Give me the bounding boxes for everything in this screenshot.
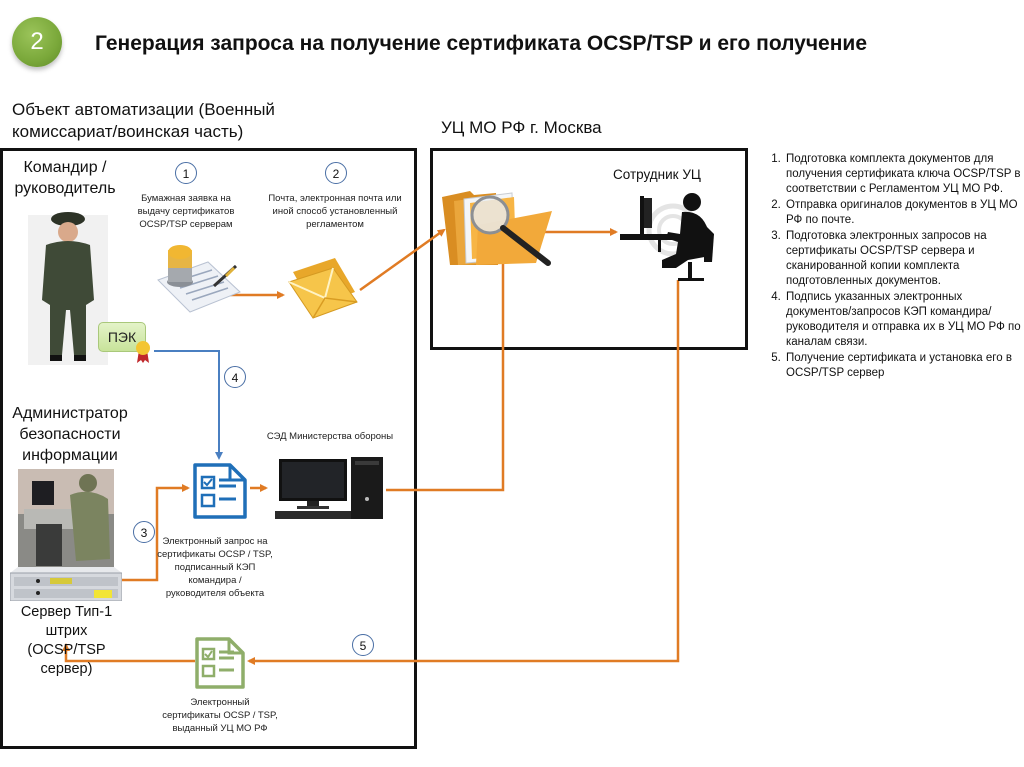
server-label: Сервер Тип-1 штрих (OCSP/TSP сервер) (4, 603, 129, 679)
step1-caption-line: выдачу сертификатов (137, 206, 235, 217)
process-steps-list: Подготовка комплекта документов для полу… (762, 152, 1024, 382)
step3-number: 3 (133, 521, 155, 543)
step3-caption-line: Электронный запрос на (162, 536, 268, 547)
step5-caption-line: выданный УЦ МО РФ (172, 723, 268, 734)
commander-figure-icon (28, 212, 108, 365)
pek-badge: ПЭК (98, 322, 146, 352)
process-step-item: Подготовка электронных запросов на серти… (784, 229, 1024, 289)
step4-number: 4 (224, 366, 246, 388)
commander-label: Командир / руководитель (10, 157, 120, 199)
step1-caption-line: OCSP/TSP серверам (139, 219, 233, 230)
step1-number: 1 (175, 162, 197, 184)
step5-caption: Электронный сертификаты OCSP / TSP, выда… (160, 696, 280, 735)
step3-caption-line: сертификаты OCSP / TSP, (157, 549, 273, 560)
arrow-sed-to-center (386, 235, 505, 492)
arrow-center-to-certificate (247, 280, 680, 665)
server-label-line1: Сервер Тип-1 штрих (20, 604, 113, 639)
arrow-server-to-request (122, 484, 190, 582)
process-step-item: Отправка оригиналов документов в УЦ МО Р… (784, 198, 1024, 228)
left-section-label: Объект автоматизации (Военный комиссариа… (12, 99, 275, 143)
admin-label-line3: информации (22, 447, 118, 464)
electronic-request-document-icon (193, 463, 247, 519)
admin-label-line2: безопасности (19, 426, 121, 443)
sed-label: СЭД Министерства обороны (266, 431, 394, 442)
step2-caption-line: Почта, электронная почта или (268, 193, 402, 204)
certification-center-box (430, 148, 748, 350)
automation-object-box (0, 148, 417, 749)
commander-label-line1: Командир / (23, 159, 107, 176)
left-section-label-line2: комиссариат/воинская часть) (12, 122, 244, 141)
step2-caption-line: иной способ установленный (272, 206, 398, 217)
process-step-item: Подготовка комплекта документов для полу… (784, 152, 1024, 197)
step3-caption: Электронный запрос на сертификаты OCSP /… (150, 535, 280, 600)
process-step-item: Подпись указанных электронных документов… (784, 290, 1024, 350)
server-rack-icon (10, 567, 122, 601)
step1-caption: Бумажная заявка на выдачу сертификатов O… (126, 192, 246, 231)
step-number-badge: 2 (12, 17, 62, 67)
seal-ribbon-icon (136, 341, 150, 363)
arrow-certificate-to-server (62, 643, 195, 663)
process-step-item: Получение сертификата и установка его в … (784, 351, 1024, 381)
arrow-pek-to-request (154, 350, 223, 460)
step5-caption-line: сертификаты OCSP / TSP, (162, 710, 278, 721)
step2-caption: Почта, электронная почта или иной способ… (255, 192, 415, 231)
step2-caption-line: регламентом (306, 219, 364, 230)
ca-employee-at-computer-icon (620, 193, 714, 281)
step2-number: 2 (325, 162, 347, 184)
step5-number: 5 (352, 634, 374, 656)
paper-application-stamp-icon (157, 245, 241, 313)
admin-workstation-photo (18, 469, 114, 569)
step5-caption-line: Электронный (190, 697, 250, 708)
slide-title: Генерация запроса на получение сертифика… (95, 32, 868, 55)
step1-caption-line: Бумажная заявка на (141, 193, 231, 204)
step3-caption-line: подписанный КЭП (174, 562, 256, 573)
mail-envelope-icon (288, 258, 358, 319)
electronic-certificate-document-icon (195, 637, 245, 689)
arrow-mail-to-folder (359, 228, 446, 292)
admin-label: Администратор безопасности информации (5, 403, 135, 466)
commander-label-line2: руководитель (14, 180, 116, 197)
document-folder-search-icon (442, 191, 552, 266)
step3-caption-line: руководителя объекта (165, 588, 265, 599)
sed-computer-icon (275, 457, 383, 519)
server-label-line2: (OCSP/TSP сервер) (27, 642, 106, 677)
step3-caption-line: командира / (188, 575, 242, 586)
admin-label-line1: Администратор (12, 405, 128, 422)
right-section-label: УЦ МО РФ г. Москва (441, 118, 602, 137)
left-section-label-line1: Объект автоматизации (Военный (12, 100, 275, 119)
ca-employee-label: Сотрудник УЦ (613, 167, 701, 182)
